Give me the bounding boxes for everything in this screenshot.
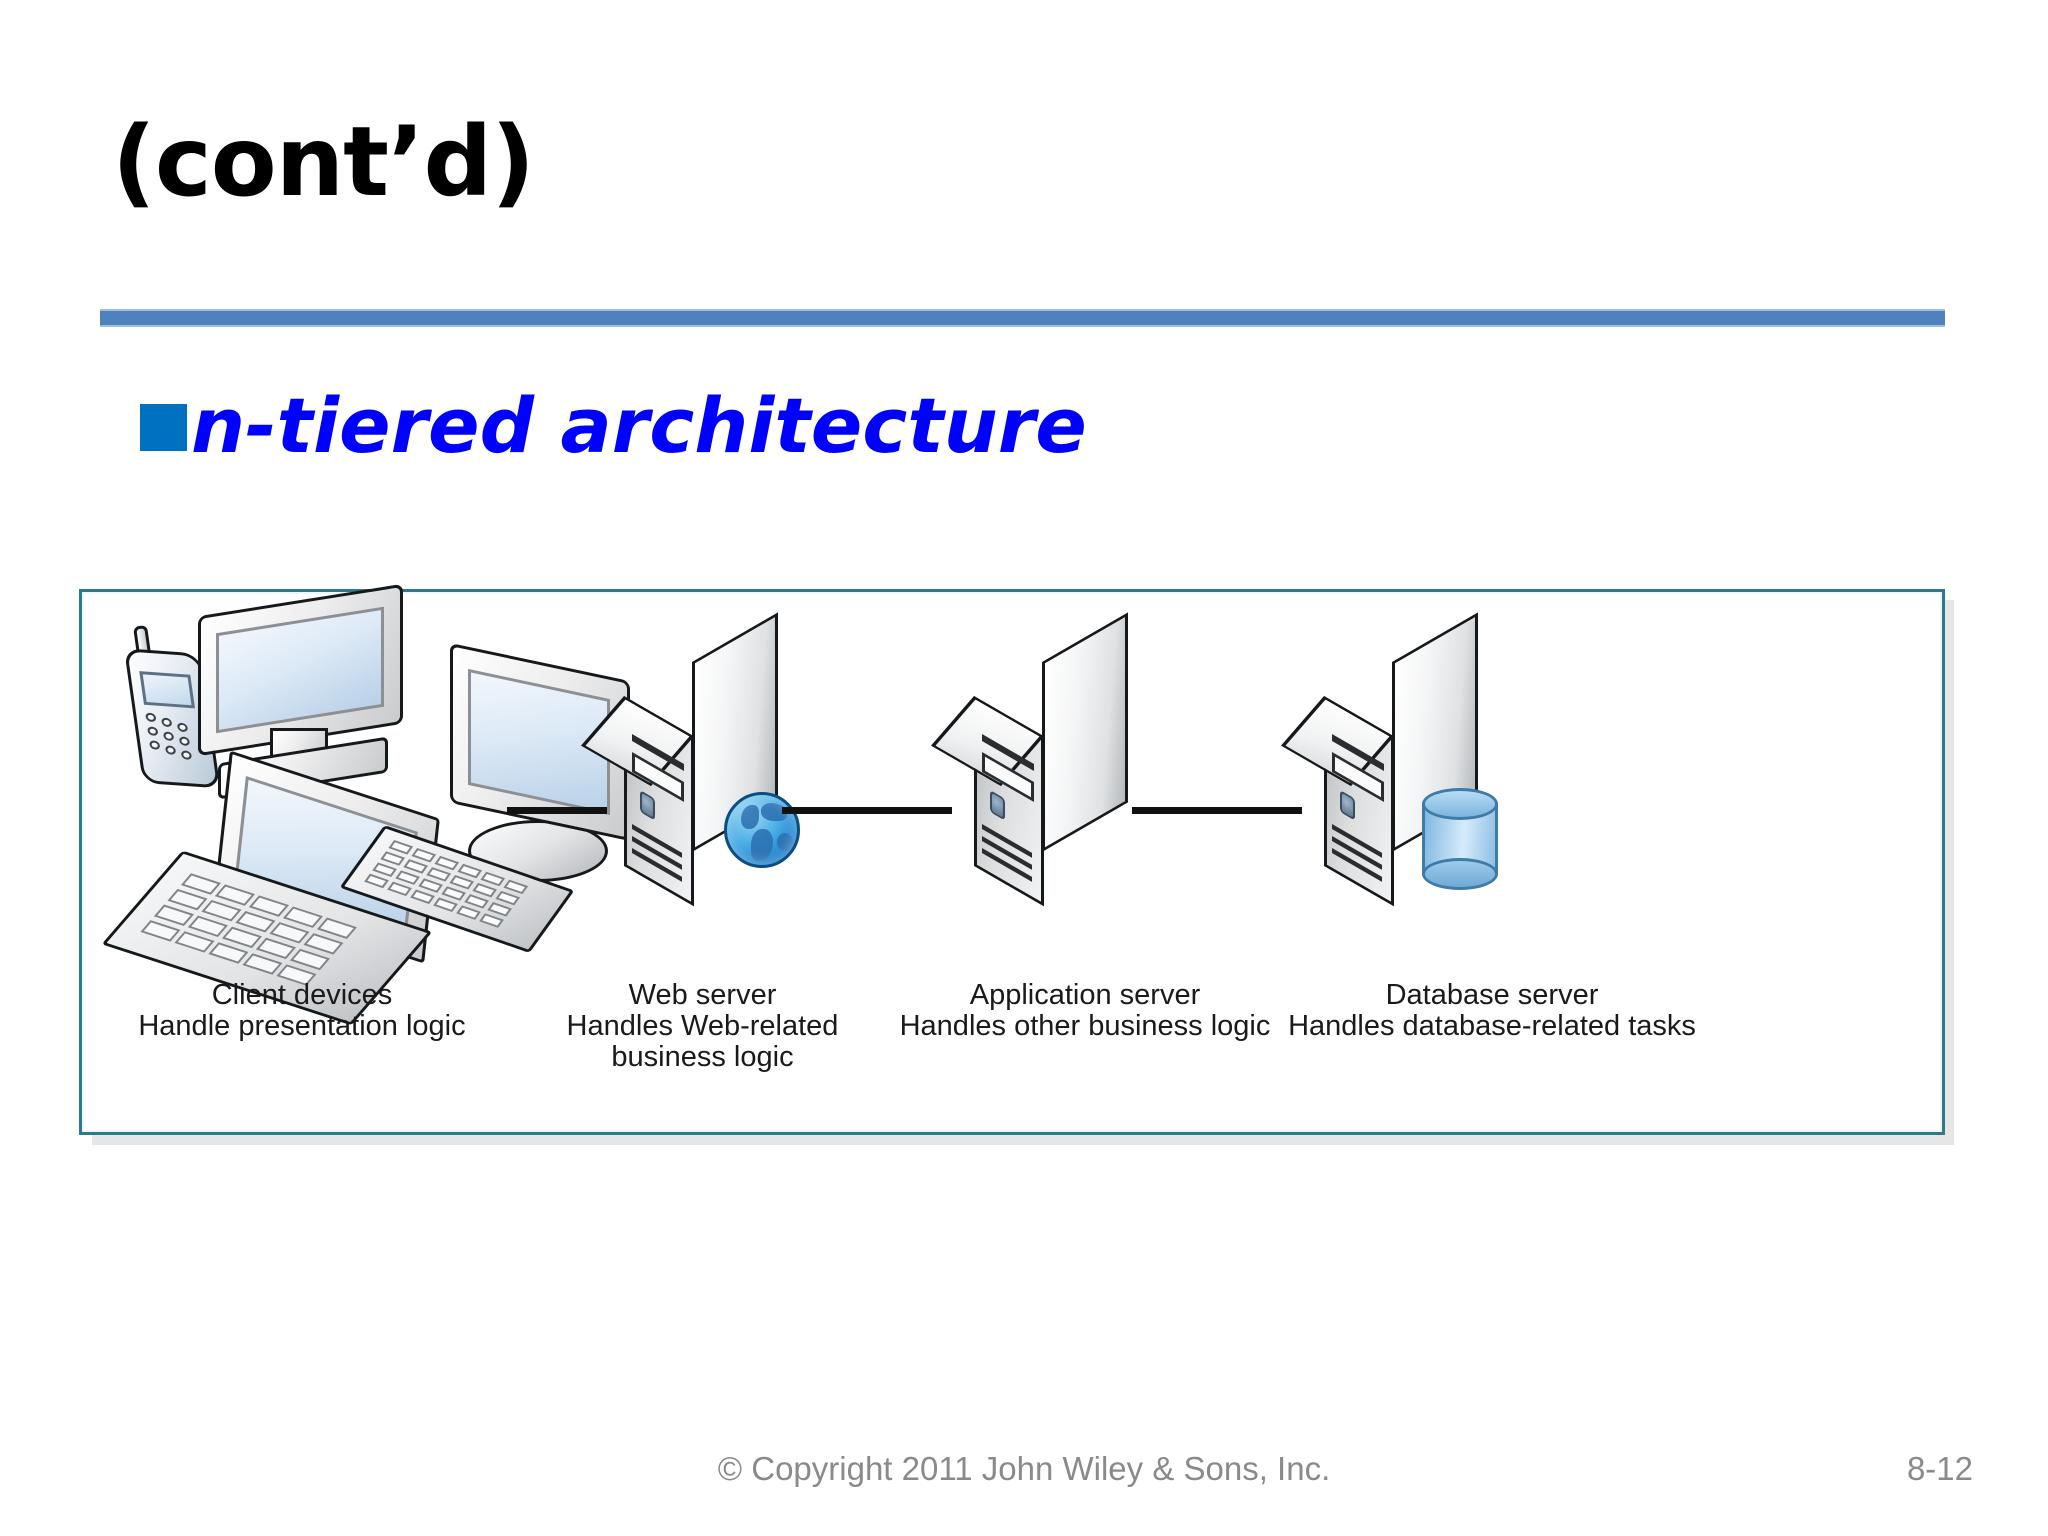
tier-node-client-devices <box>100 583 630 1026</box>
tier-description-database-server: Handles database-related tasks <box>1288 1010 1696 1043</box>
tier-title-web-server: Web server <box>628 979 777 1011</box>
tier-node-application-server <box>931 612 1162 907</box>
tier-description-client-devices: Handle presentation logic <box>138 1010 466 1043</box>
tier-title-database-server: Database server <box>1385 979 1599 1011</box>
web-server-tower-icon <box>581 612 802 907</box>
connector-line-app-to-db <box>1132 807 1302 814</box>
tier-caption-database-server: Database server Handles database-related… <box>1262 979 1722 1043</box>
keyboard-icon <box>339 825 592 980</box>
tier-title-client-devices: Client devices <box>211 979 393 1011</box>
tier-caption-client-devices: Client devices Handle presentation logic <box>102 979 502 1043</box>
title-divider-rule <box>100 309 1945 327</box>
bullet-item-label: n-tiered architecture <box>191 381 1087 470</box>
footer-copyright: © Copyright 2011 John Wiley & Sons, Inc. <box>717 1450 1331 1487</box>
n-tiered-architecture-diagram: Client devices Handle presentation logic… <box>79 583 1945 1135</box>
bullet-list-item: n-tiered architecture <box>140 388 1087 464</box>
tier-title-application-server: Application server <box>969 979 1201 1011</box>
tier-description-web-server: Handles Web-related business logic <box>566 1010 839 1074</box>
tier-caption-web-server: Web server Handles Web-related business … <box>510 979 895 1074</box>
desktop-monitor-icon <box>198 583 408 800</box>
tier-node-web-server <box>581 612 812 907</box>
square-bullet-icon <box>140 404 187 451</box>
tier-caption-application-server: Application server Handles other busines… <box>890 979 1280 1043</box>
connector-line-web-to-app <box>782 807 952 814</box>
database-cylinder-icon <box>1422 788 1498 890</box>
globe-icon <box>724 792 800 868</box>
database-server-tower-icon <box>1281 612 1502 907</box>
footer-page-number: 8-12 <box>1906 1450 1973 1487</box>
connector-line-client-to-web <box>507 807 607 814</box>
page-title: (cont’d) <box>112 106 535 218</box>
application-server-tower-icon <box>931 612 1152 907</box>
tier-description-application-server: Handles other business logic <box>899 1010 1271 1043</box>
tier-node-database-server <box>1281 612 1512 907</box>
